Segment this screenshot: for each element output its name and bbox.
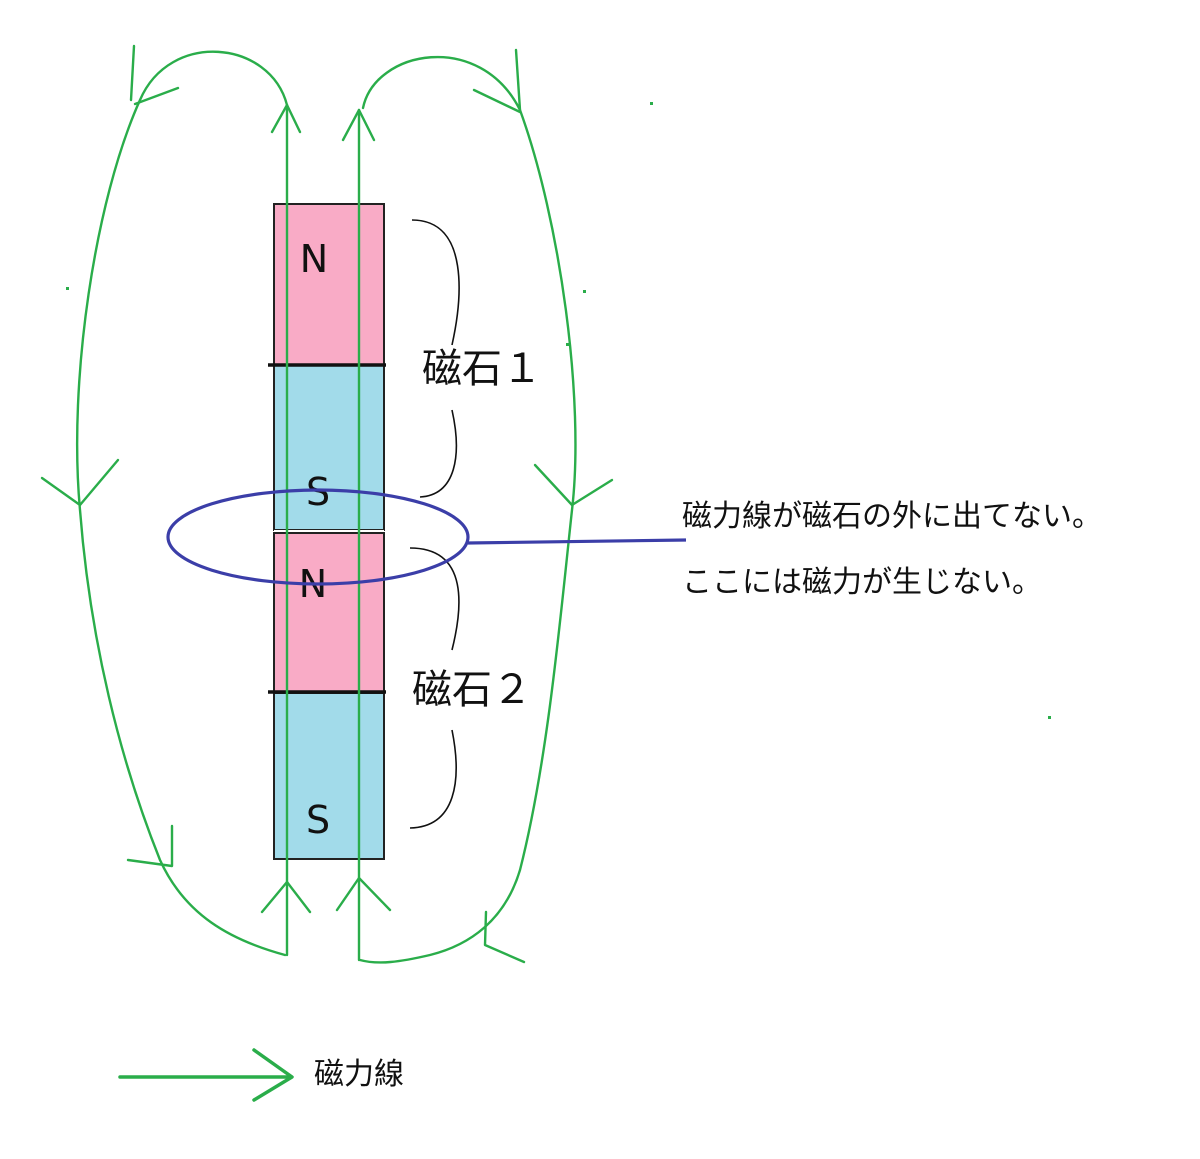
- magnet-brackets: [409, 219, 460, 829]
- arrow-left-icon: [483, 910, 526, 964]
- arrow-right-icon: [472, 88, 522, 114]
- field-lines: [40, 44, 614, 964]
- arrow-down-icon: [40, 458, 120, 507]
- magnet2-north-pole: [273, 532, 385, 694]
- arrow-left-icon: [133, 86, 180, 106]
- legend-arrow-icon: [118, 1048, 294, 1102]
- magnet2-south-label: S: [306, 798, 330, 842]
- annotation-line-1: 磁力線が磁石の外に出てない。: [682, 499, 1102, 534]
- magnet1-bracket-icon: [411, 219, 460, 498]
- stray-mark: [583, 290, 586, 293]
- no-field-zone-highlight: [166, 488, 470, 586]
- field-line-stub-left: [129, 44, 136, 102]
- stray-marks: [66, 102, 1051, 719]
- magnet2-bracket-icon: [409, 547, 460, 829]
- magnet1-north-pole: [273, 203, 385, 366]
- legend: 磁力線: [118, 1048, 404, 1102]
- magnet2-label: 磁石２: [412, 667, 532, 713]
- magnet1-south-label: S: [306, 470, 330, 514]
- magnet1-south-pole: [273, 364, 385, 531]
- magnet1-north-label: N: [300, 237, 328, 281]
- legend-label: 磁力線: [314, 1057, 404, 1092]
- arrow-up-icon: [341, 108, 376, 142]
- arrow-up-icon: [270, 103, 302, 134]
- annotation-line-2: ここには磁力が生じない。: [682, 565, 1042, 600]
- magnet2-south-pole: [273, 692, 385, 860]
- arrow-up-icon: [260, 880, 312, 914]
- stray-mark: [66, 287, 69, 290]
- field-line-outer-right: [358, 56, 577, 964]
- stray-mark: [1048, 716, 1051, 719]
- arrow-down-icon: [533, 463, 614, 507]
- stray-mark: [566, 343, 569, 346]
- arrow-down-icon: [126, 824, 174, 868]
- arrow-up-icon: [335, 876, 392, 912]
- annotation-pointer: [467, 538, 687, 545]
- field-line-stub-right: [514, 48, 522, 112]
- magnet-stack: [268, 203, 386, 860]
- field-line-outer-left: [75, 50, 289, 957]
- magnet1-label: 磁石１: [422, 346, 542, 392]
- stray-mark: [650, 102, 653, 105]
